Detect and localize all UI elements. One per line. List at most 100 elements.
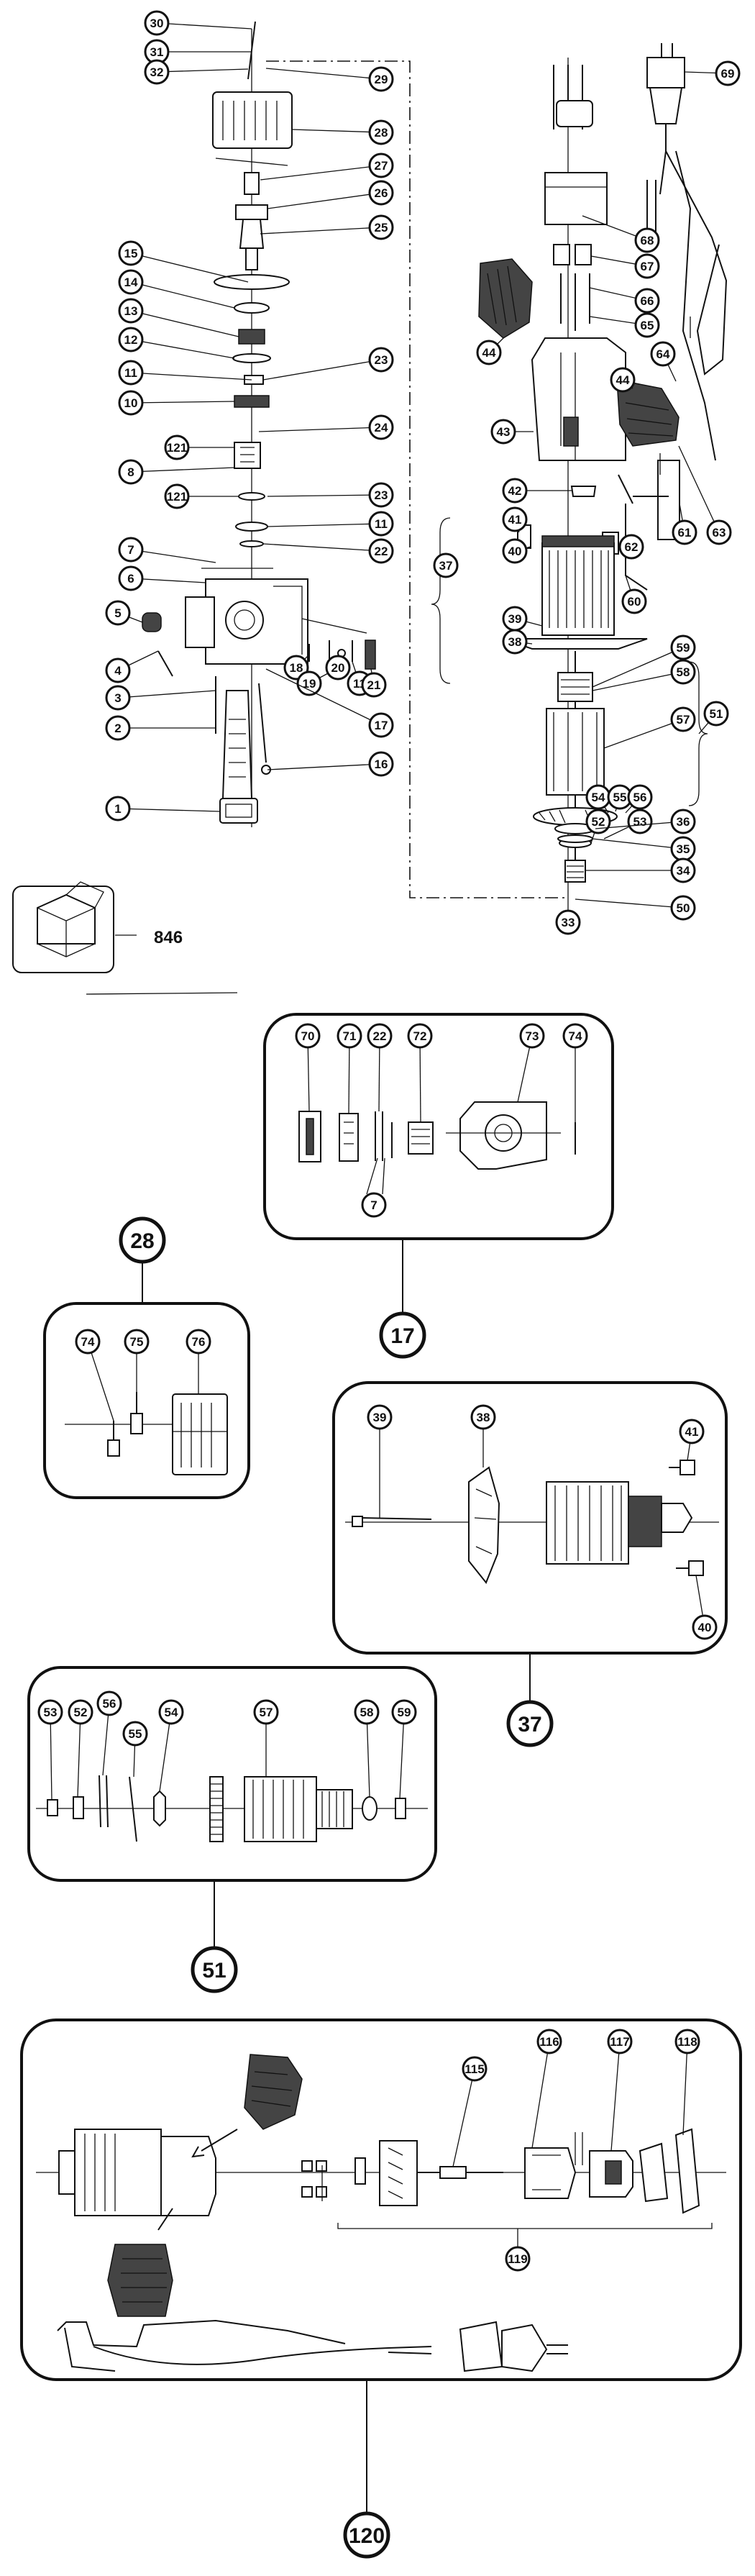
callout-number: 72: [413, 1029, 427, 1043]
callout-24: 24: [258, 414, 394, 440]
callout-number: 58: [677, 665, 690, 679]
callout-number: 65: [641, 319, 654, 332]
callout-23: 23: [267, 482, 394, 508]
callout-number: 118: [677, 2035, 697, 2049]
callout-13: 13: [118, 298, 239, 337]
callout-121: 121: [164, 483, 239, 509]
box17-label: 17: [379, 1311, 426, 1359]
leader-line: [307, 1035, 310, 1112]
leader-line: [87, 1341, 114, 1421]
callout-number: 38: [508, 635, 522, 649]
callout-number: 5: [114, 606, 121, 620]
box37-callout-41: 41: [679, 1419, 705, 1461]
leader-line: [262, 359, 382, 381]
callout-67: 67: [590, 253, 660, 279]
leader-line: [592, 647, 684, 688]
callout-number: 66: [641, 294, 654, 308]
callout-6: 6: [118, 565, 206, 591]
armature: [533, 651, 618, 863]
callout-40: 40: [502, 538, 531, 564]
callout-number: 35: [677, 842, 690, 856]
callout-number: 28: [130, 1229, 154, 1253]
callout-121: 121: [164, 434, 234, 460]
callout-8: 8: [118, 459, 235, 485]
callout-34: 34: [585, 857, 696, 883]
callout-51: 51: [698, 701, 729, 734]
callout-50: 50: [575, 895, 696, 921]
switch-parts: [301, 618, 376, 673]
callout-2: 2: [105, 715, 216, 741]
box17-callout-72: 72: [407, 1023, 433, 1123]
callout-28: 28: [291, 119, 394, 145]
callout-number: 121: [167, 441, 187, 455]
leader-line: [117, 690, 216, 698]
callout-number: 44: [616, 373, 630, 387]
leader-line: [603, 719, 684, 749]
callout-65: 65: [589, 312, 660, 338]
callout-number: 31: [150, 45, 164, 59]
callout-52: 52: [585, 809, 611, 844]
leader-line: [291, 129, 382, 133]
callout-number: 25: [375, 221, 388, 235]
box-17: [263, 1013, 614, 1316]
leader-line: [130, 401, 235, 404]
callout-number: 40: [508, 545, 522, 558]
callout-64: 64: [650, 341, 677, 382]
leader-line: [267, 192, 382, 209]
box-37: [332, 1381, 728, 1703]
leader-line: [258, 427, 382, 432]
field-coil: [503, 504, 648, 650]
callout-number: 14: [124, 276, 138, 289]
callout-38: 38: [502, 629, 533, 655]
callout-number: 44: [482, 346, 496, 360]
callout-number: 41: [685, 1425, 699, 1439]
callout-5: 5: [105, 600, 143, 626]
callout-number: 32: [150, 65, 164, 79]
leader-line: [531, 2041, 550, 2149]
callout-number: 22: [375, 545, 388, 558]
leader-line: [265, 668, 382, 726]
callout-20: 20: [325, 655, 351, 681]
leader-line: [419, 1035, 421, 1123]
box37-label: 37: [506, 1700, 554, 1747]
callout-42: 42: [502, 478, 572, 504]
callout-number: 62: [625, 540, 639, 554]
callout-number: 37: [439, 559, 453, 573]
box120-label: 120: [343, 2511, 390, 2559]
callout-number: 52: [74, 1706, 88, 1719]
callout-11: 11: [118, 360, 252, 386]
callout-number: 71: [343, 1029, 357, 1043]
box37-callout-38: 38: [470, 1404, 496, 1467]
leader-line: [156, 22, 252, 29]
callout-number: 52: [592, 815, 605, 829]
leader-line: [130, 252, 249, 283]
callout-61: 61: [672, 503, 697, 545]
callout-1: 1: [105, 796, 221, 822]
callout-number: 55: [613, 791, 627, 804]
callout-number: 38: [477, 1411, 490, 1424]
callout-62: 62: [618, 534, 644, 560]
callout-19: 19: [296, 670, 330, 696]
leader-line: [267, 494, 382, 497]
box17-callout-22: 22: [367, 1023, 393, 1112]
callout-number: 115: [465, 2062, 484, 2076]
box37-callout-40: 40: [692, 1575, 718, 1640]
side-handle-group: [201, 21, 293, 569]
leader-line: [117, 808, 221, 812]
callout-number: 69: [721, 67, 735, 81]
callout-12: 12: [118, 327, 235, 359]
callout-number: 39: [373, 1411, 387, 1424]
leader-line: [366, 1711, 370, 1798]
box51-callout-54: 54: [158, 1699, 184, 1792]
callout-number: 51: [202, 1959, 226, 1983]
box17-callout-74: 74: [562, 1023, 588, 1122]
callout-number: 58: [360, 1706, 374, 1719]
callout-number: 70: [301, 1029, 315, 1043]
callout-number: 119: [508, 2252, 527, 2266]
callout-number: 34: [677, 864, 690, 878]
callout-number: 11: [375, 517, 388, 531]
box120-callout-117: 117: [607, 2029, 633, 2152]
leader-line: [130, 467, 235, 473]
leader-line: [130, 549, 216, 563]
